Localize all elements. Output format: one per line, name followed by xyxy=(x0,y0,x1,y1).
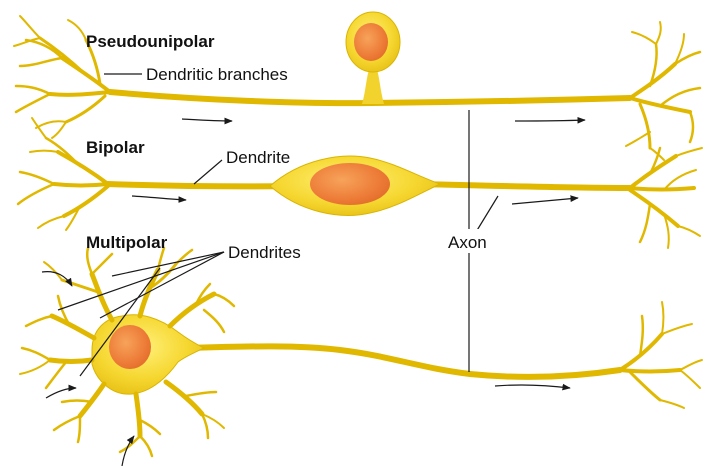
label-bipolar: Bipolar xyxy=(86,138,145,157)
leader-dendrites-3 xyxy=(100,252,224,318)
bipolar-dendrite-branches xyxy=(18,118,108,230)
pseudounipolar-axon-terminals xyxy=(626,22,700,160)
bipolar-nucleus xyxy=(310,163,390,205)
multipolar-flow-arrow-2 xyxy=(46,388,76,398)
bipolar-axon-terminals xyxy=(630,148,702,248)
labels: Pseudounipolar Dendritic branches Bipola… xyxy=(86,32,498,262)
multipolar-nucleus xyxy=(109,325,151,369)
leader-axon-bipolar xyxy=(476,196,498,232)
multipolar-axon xyxy=(190,346,620,377)
label-dendritic-branches: Dendritic branches xyxy=(146,65,288,84)
label-pseudounipolar: Pseudounipolar xyxy=(86,32,215,51)
label-dendrites: Dendrites xyxy=(228,243,301,262)
bipolar-flow-arrow-left xyxy=(132,196,186,200)
label-axon: Axon xyxy=(448,233,487,252)
bipolar-flow-arrow-right xyxy=(512,198,578,204)
pseudounipolar-flow-arrow-right xyxy=(515,120,585,121)
multipolar-axon-terminals xyxy=(620,302,702,408)
multipolar-neuron xyxy=(20,248,702,466)
leader-dendrite xyxy=(194,160,222,184)
label-dendrite: Dendrite xyxy=(226,148,290,167)
bipolar-axon xyxy=(420,184,630,188)
multipolar-flow-arrow-axon xyxy=(495,385,570,388)
pseudounipolar-flow-arrow-left xyxy=(182,119,232,121)
pseudounipolar-nucleus xyxy=(354,23,388,61)
label-multipolar: Multipolar xyxy=(86,233,168,252)
